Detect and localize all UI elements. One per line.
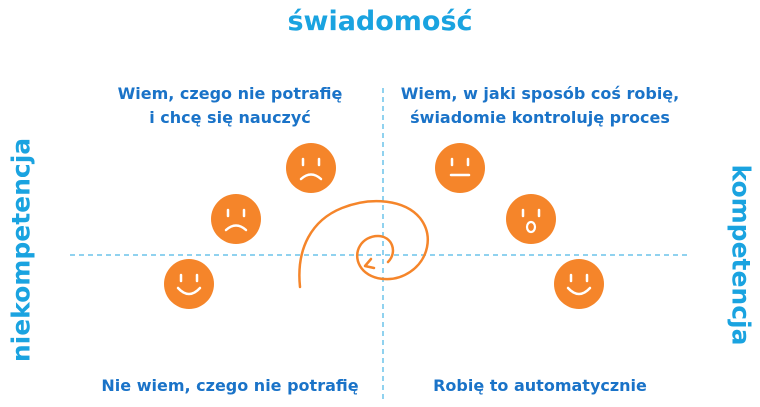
neutral-face-icon bbox=[435, 143, 485, 193]
quadrant-bottom-right: Robię to automatycznie bbox=[433, 376, 647, 395]
quadrant-text-line: świadomie kontroluję proces bbox=[410, 108, 670, 127]
quadrant-top-left: Wiem, czego nie potrafię i chcę się nauc… bbox=[80, 82, 380, 130]
smiling-face-icon bbox=[164, 259, 214, 309]
quadrant-top-right: Wiem, w jaki sposób coś robię, świadomie… bbox=[390, 82, 690, 130]
spiral-arrowhead bbox=[363, 257, 376, 270]
smiling-face-icon bbox=[554, 259, 604, 309]
surprised-face-icon bbox=[506, 194, 556, 244]
spiral-arrow bbox=[298, 199, 429, 289]
quadrant-text-line: i chcę się nauczyć bbox=[149, 108, 311, 127]
top-label: świadomość bbox=[287, 6, 473, 37]
quadrant-bottom-left: Nie wiem, czego nie potrafię bbox=[101, 376, 359, 395]
sad-face-icon bbox=[211, 194, 261, 244]
right-label: kompetencja bbox=[726, 164, 756, 346]
sad-face-icon bbox=[286, 143, 336, 193]
quadrant-text-line: Wiem, czego nie potrafię bbox=[117, 84, 343, 103]
left-label: niekompetencja bbox=[6, 137, 36, 363]
quadrant-text-line: Wiem, w jaki sposób coś robię, bbox=[400, 84, 680, 103]
